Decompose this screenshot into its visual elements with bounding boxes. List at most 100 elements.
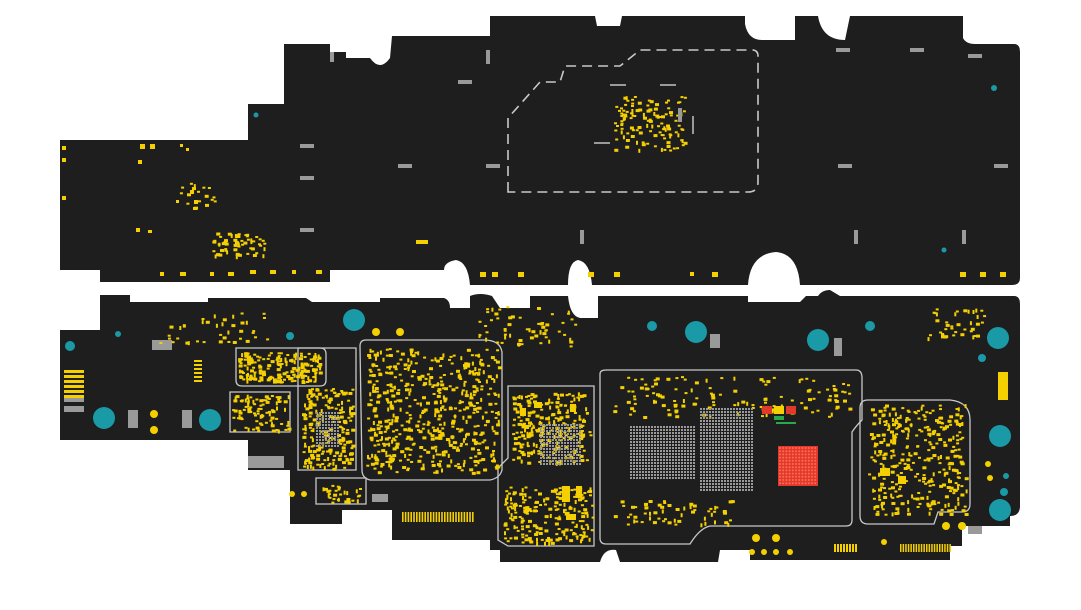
bga-ball — [724, 474, 726, 476]
bga-ball — [745, 459, 747, 461]
component-pad — [922, 480, 926, 483]
component-pad — [835, 405, 840, 409]
connector-pin — [846, 544, 848, 552]
component-pad — [495, 412, 499, 414]
component-pad — [922, 414, 926, 417]
component-pad — [159, 342, 163, 344]
upper-board-layer[interactable] — [60, 16, 1020, 285]
component-pad — [886, 428, 890, 431]
component-pad — [277, 355, 281, 358]
bga-ball — [675, 453, 677, 455]
chip-ball — [804, 453, 807, 456]
bga-ball — [645, 441, 647, 443]
component-pad — [661, 115, 665, 119]
component-pad — [800, 402, 804, 405]
component-pad — [454, 407, 457, 410]
connector-pin — [407, 512, 410, 522]
bga-ball — [663, 462, 665, 464]
bga-ball — [558, 457, 560, 459]
component-pad — [469, 403, 474, 407]
component-pad — [447, 453, 450, 458]
bga-ball — [733, 471, 735, 473]
component-pad — [186, 148, 189, 151]
bga-ball — [660, 462, 662, 464]
chip-ball — [795, 482, 797, 485]
component-pad — [928, 511, 931, 516]
component-pad — [485, 421, 489, 424]
bga-ball — [745, 462, 747, 464]
component-pad — [553, 422, 556, 426]
component-pad — [386, 366, 390, 369]
bga-ball — [654, 474, 656, 476]
component-pad — [320, 452, 324, 455]
component-pad — [894, 512, 899, 515]
bga-ball — [733, 441, 735, 443]
component-pad — [954, 489, 958, 492]
component-pad — [579, 534, 583, 537]
component-pad — [431, 464, 436, 467]
bga-ball — [681, 459, 683, 461]
component-pad — [558, 537, 562, 541]
component-pad — [677, 133, 680, 138]
component-pad — [472, 385, 477, 389]
component-pad — [496, 349, 500, 352]
gray-pad — [580, 230, 584, 244]
bga-ball — [727, 450, 729, 452]
component-pad — [466, 364, 470, 368]
component-pad — [471, 471, 476, 475]
bga-ball — [651, 450, 653, 452]
component-pad — [451, 388, 456, 392]
component-pad — [882, 464, 885, 469]
bga-ball — [648, 450, 650, 452]
component-pad — [426, 373, 430, 376]
bga-ball — [690, 471, 692, 473]
component-pad — [276, 380, 280, 383]
component-pad — [310, 453, 315, 457]
component-pad — [244, 426, 248, 429]
component-pad — [709, 392, 713, 395]
component-pad — [708, 387, 712, 390]
chip-ball — [814, 479, 817, 481]
component-pad — [955, 408, 959, 410]
component-pad — [764, 383, 768, 386]
bga-ball — [540, 442, 542, 444]
bga-ball — [724, 423, 726, 425]
component-pad — [496, 423, 501, 427]
component-pad — [878, 472, 880, 477]
component-pad — [277, 398, 281, 401]
connector-pin — [452, 512, 454, 522]
component-pad — [443, 421, 446, 426]
connector-pin — [404, 512, 407, 522]
component-pad — [495, 374, 498, 379]
component-pad — [892, 438, 897, 442]
bga-ball — [663, 426, 665, 428]
bga-ball — [334, 436, 336, 438]
component-pad — [658, 131, 662, 134]
bga-ball — [700, 417, 702, 419]
bga-ball — [630, 456, 632, 458]
component-pad — [475, 389, 479, 392]
component-pad — [891, 502, 896, 505]
bga-ball — [657, 441, 659, 443]
component-pad — [275, 429, 279, 431]
test-point — [396, 328, 404, 336]
component-pad — [667, 99, 670, 102]
lower-board-layer[interactable] — [60, 290, 1020, 562]
component-pad — [508, 492, 511, 495]
bga-ball — [721, 480, 723, 482]
gray-pad — [910, 48, 924, 52]
bga-ball — [675, 450, 677, 452]
component-pad — [182, 324, 186, 327]
bga-ball — [706, 474, 708, 476]
chip-ball — [785, 475, 788, 478]
component-pad — [532, 410, 536, 413]
component-pad — [533, 394, 538, 398]
component-pad — [239, 362, 243, 365]
bga-ball — [654, 447, 656, 449]
bga-ball — [727, 435, 729, 437]
bga-ball — [706, 462, 708, 464]
chip-ball — [807, 466, 810, 469]
component-pad — [883, 438, 886, 442]
component-pad — [239, 359, 242, 364]
